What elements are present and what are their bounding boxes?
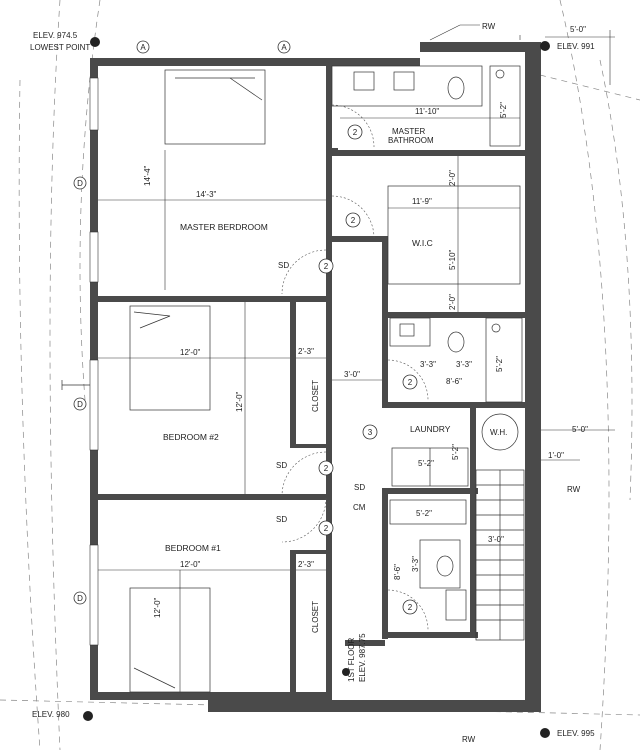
rw-label-bottom: RW bbox=[462, 735, 476, 744]
dim-b1-width: 12'-0" bbox=[180, 560, 201, 569]
room-name-wic: W.I.C bbox=[412, 238, 433, 248]
dim-bath2-w1: 3'-3" bbox=[420, 360, 436, 369]
dim-b2-width: 12'-0" bbox=[180, 348, 201, 357]
elev-marker-bl: ELEV. 980 bbox=[32, 710, 93, 721]
dim-b2-depth: 12'-0" bbox=[235, 391, 244, 412]
dim-b1-depth: 12'-0" bbox=[153, 597, 162, 618]
dim-wic-width: 11'-9" bbox=[412, 197, 432, 206]
svg-text:2: 2 bbox=[324, 262, 329, 271]
dim-hall-width: 3'-0" bbox=[344, 370, 360, 379]
room-name-master-bath-2: BATHROOM bbox=[388, 136, 434, 145]
svg-text:LOWEST POINT: LOWEST POINT bbox=[30, 43, 90, 52]
windows bbox=[61, 77, 99, 646]
closet-label-1: CLOSET bbox=[311, 601, 320, 633]
dim-ext-top: 5'-0" bbox=[570, 25, 586, 34]
section-marker-d2: D bbox=[73, 397, 87, 411]
master-bed bbox=[164, 69, 266, 145]
svg-text:3: 3 bbox=[368, 428, 373, 437]
section-marker-d3: D bbox=[73, 591, 87, 605]
stairs bbox=[475, 469, 525, 641]
dim-ext-mid2: 1'-0" bbox=[548, 451, 564, 460]
elev-marker-br: ELEV. 995 bbox=[540, 728, 595, 738]
dim-laundry-d: 5'-2" bbox=[451, 444, 460, 460]
closet-label-2: CLOSET bbox=[311, 380, 320, 412]
first-floor-marker bbox=[342, 668, 350, 676]
smoke-detector-1: SD bbox=[278, 261, 289, 270]
first-floor-label: 1ST FLOOR bbox=[347, 637, 356, 682]
svg-text:A: A bbox=[281, 43, 287, 52]
dim-closet1: 2'-3" bbox=[298, 560, 314, 569]
dim-wic-top: 2'-0" bbox=[448, 170, 457, 186]
bath3-fixtures bbox=[389, 499, 467, 621]
dim-mb-width: 11'-10" bbox=[415, 107, 439, 116]
co-monitor: CM bbox=[353, 503, 366, 512]
dim-master-width: 14'-3" bbox=[196, 190, 217, 199]
dim-bath2-d1: 5'-2" bbox=[495, 356, 504, 372]
wic-shelves bbox=[387, 185, 521, 285]
dim-bath2-w3: 8'-6" bbox=[446, 377, 462, 386]
dim-bath3-d1: 8'-6" bbox=[393, 564, 402, 580]
dim-bath3-w: 5'-2" bbox=[416, 509, 432, 518]
exterior-dims bbox=[429, 24, 615, 461]
elev-marker-tr: ELEV. 991 bbox=[540, 41, 595, 51]
svg-text:2: 2 bbox=[353, 128, 358, 137]
room-name-bedroom-2: BEDROOM #2 bbox=[163, 432, 219, 442]
svg-text:ELEV. 974.5: ELEV. 974.5 bbox=[33, 31, 78, 40]
svg-text:A: A bbox=[140, 43, 146, 52]
svg-text:2: 2 bbox=[408, 603, 413, 612]
dim-master-depth: 14'-4" bbox=[143, 165, 152, 186]
elev-marker-tl: ELEV. 974.5 LOWEST POINT bbox=[30, 31, 100, 52]
svg-text:ELEV. 980: ELEV. 980 bbox=[32, 710, 70, 719]
smoke-detector-4: SD bbox=[354, 483, 365, 492]
door-swings bbox=[281, 104, 429, 631]
dim-wic-bottom: 2'-0" bbox=[448, 294, 457, 310]
smoke-detector-3: SD bbox=[276, 515, 287, 524]
svg-text:2: 2 bbox=[324, 464, 329, 473]
smoke-detector-2: SD bbox=[276, 461, 287, 470]
laundry-fixtures bbox=[391, 413, 519, 487]
svg-text:ELEV. 995: ELEV. 995 bbox=[557, 729, 595, 738]
bath2-fixtures bbox=[389, 317, 523, 403]
svg-text:D: D bbox=[77, 179, 83, 188]
rw-label-right: RW bbox=[567, 485, 581, 494]
svg-text:D: D bbox=[77, 594, 83, 603]
dim-laundry-w: 5'-2" bbox=[418, 459, 434, 468]
dim-bath3-d2: 3'-3" bbox=[411, 556, 420, 572]
rw-label-top: RW bbox=[482, 22, 496, 31]
dim-mb-depth: 5'-2" bbox=[499, 102, 508, 118]
room-name-master-bath: MASTER bbox=[392, 127, 426, 136]
section-marker-a2: A bbox=[277, 40, 291, 54]
dim-wic-depth: 5'-10" bbox=[448, 249, 457, 270]
door-tags: 2 2 2 2 2 2 2 3 bbox=[318, 124, 418, 615]
svg-text:ELEV. 991: ELEV. 991 bbox=[557, 42, 595, 51]
water-heater-label: W.H. bbox=[490, 428, 507, 437]
first-floor-elev: ELEV. 987.75 bbox=[358, 633, 367, 682]
dim-bath2-w2: 3'-3" bbox=[456, 360, 472, 369]
dim-stair-w: 3'-0" bbox=[488, 535, 504, 544]
room-name-master-bedroom: MASTER BERDROOM bbox=[180, 222, 268, 232]
dim-ext-mid: 5'-0" bbox=[572, 425, 588, 434]
interior-dims bbox=[98, 117, 520, 692]
svg-text:2: 2 bbox=[324, 524, 329, 533]
svg-text:D: D bbox=[77, 400, 83, 409]
section-marker-d1: D bbox=[73, 176, 87, 190]
dim-closet2: 2'-3" bbox=[298, 347, 314, 356]
room-name-laundry: LAUNDRY bbox=[410, 424, 451, 434]
section-marker-a1: A bbox=[136, 40, 150, 54]
bed-1 bbox=[129, 587, 211, 693]
svg-text:2: 2 bbox=[408, 378, 413, 387]
room-name-bedroom-1: BEDROOM #1 bbox=[165, 543, 221, 553]
svg-text:2: 2 bbox=[351, 216, 356, 225]
master-bath-fixtures bbox=[331, 65, 521, 147]
